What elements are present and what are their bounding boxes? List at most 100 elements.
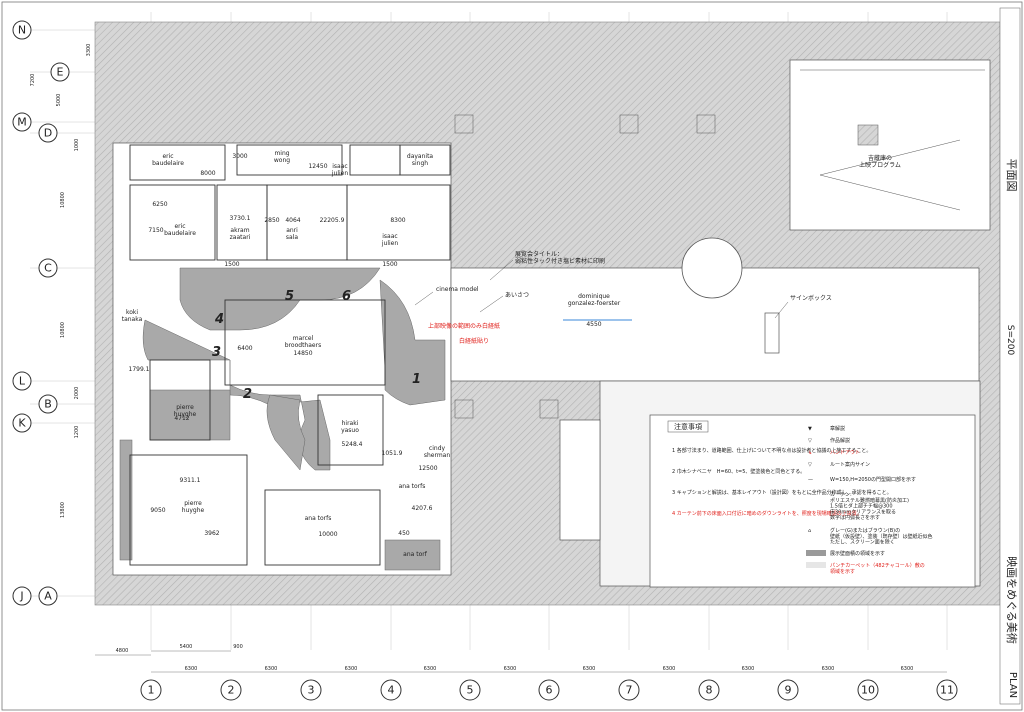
grid-row-J: J	[12, 586, 32, 606]
ramp-number-4: 4	[214, 312, 224, 327]
svg-text:6: 6	[546, 684, 553, 697]
dim-14850: 14850	[293, 350, 312, 357]
svg-text:A: A	[44, 590, 52, 603]
svg-text:3300: 3300	[86, 44, 92, 57]
svg-text:B: B	[44, 398, 52, 411]
dim-8000: 8000	[200, 170, 215, 177]
svg-text:2000: 2000	[74, 387, 80, 400]
note-item-2: 2 巾木シナベニヤ H=60、t=5、壁塗装色と同色とする。	[672, 468, 805, 475]
svg-text:E: E	[57, 66, 64, 79]
circulation-paths	[119, 267, 446, 571]
svg-text:▼: ▼	[808, 426, 812, 432]
grid-col-3: 3	[300, 679, 322, 701]
grid-column-bubbles: 1 2 3 4 5 6 7 8 9 10 11	[140, 679, 958, 701]
svg-text:7: 7	[626, 684, 633, 697]
room-label-ana-1: ana torfs	[399, 483, 426, 490]
dim-6400: 6400	[237, 345, 252, 352]
svg-text:5000: 5000	[56, 94, 62, 107]
dim-1500-a: 1500	[224, 261, 239, 268]
notes-items: 1 各部寸法まり、道路範囲、仕上げについて不明な点は設計者と協議の上施工すること…	[672, 447, 892, 517]
annotation-title-note: 展覧会タイトル：弱粘性タック付き塩ビ素材に印刷	[515, 250, 605, 265]
room-label-ana-2: ana torfs	[305, 515, 332, 522]
svg-text:6300: 6300	[583, 666, 596, 672]
screening-room-lines	[800, 69, 985, 211]
svg-text:13800: 13800	[60, 502, 66, 518]
annotations: cinema model あいさつ 展覧会タイトル：弱粘性タック付き塩ビ素材に印…	[428, 250, 832, 345]
ramp-number-1: 1	[412, 372, 421, 387]
svg-text:K: K	[18, 417, 26, 430]
grid-row-K: K	[12, 413, 32, 433]
svg-text:6300: 6300	[663, 666, 676, 672]
annotation-red-note-1: 上部映像の範囲のみ白経紙	[428, 322, 500, 330]
path-west	[119, 439, 133, 561]
path-curve	[266, 394, 306, 471]
dim-1051: 1051.9	[382, 450, 403, 457]
svg-text:5400: 5400	[180, 644, 193, 650]
svg-text:7200: 7200	[30, 74, 36, 87]
svg-text:J: J	[19, 590, 23, 603]
svg-text:N: N	[18, 24, 26, 37]
svg-text:900: 900	[233, 644, 243, 650]
grid-row-D: D	[38, 123, 58, 143]
marcel-room-walls	[224, 299, 386, 386]
dim-12450: 12450	[308, 163, 327, 170]
svg-text:展示壁面積の領域を示す: 展示壁面積の領域を示す	[830, 550, 885, 557]
path-mid	[142, 319, 331, 471]
svg-text:D: D	[44, 127, 52, 140]
dim-5248: 5248.4	[342, 441, 363, 448]
note-item-4: 4 カーテン前下の床面入口付近に暗めのダウンライトを、照度を現場確認の上設置。	[672, 510, 862, 517]
notes-box	[649, 414, 976, 588]
svg-text:6300: 6300	[185, 666, 198, 672]
leader-lines	[414, 259, 789, 319]
annotation-cinema-model: cinema model	[436, 286, 479, 293]
annotation-signbox: サインボックス	[790, 294, 832, 302]
svg-text:W=150,H=2050の門型開口部を示す: W=150,H=2050の門型開口部を示す	[830, 476, 916, 483]
sheet-title: 映画をめぐる美術	[1005, 556, 1018, 644]
dim-4712: 4712	[174, 415, 189, 422]
grid-col-5: 5	[459, 679, 481, 701]
svg-text:4800: 4800	[116, 648, 129, 654]
dim-8300: 8300	[390, 217, 405, 224]
left-dimensions: 7200 3300 5000 1000 10800 10800 2000 120…	[30, 44, 92, 518]
screening-room-floor	[789, 59, 991, 231]
dim-1799: 1799.1	[129, 366, 150, 373]
svg-text:⌂: ⌂	[808, 528, 811, 534]
dim-450: 450	[398, 530, 410, 537]
dim-3730: 3730.1	[230, 215, 251, 222]
dim-12500: 12500	[418, 465, 437, 472]
note-item-3: 3 キャプションと解説は、基本レイアウト（設計図）をもとに全作品分作成し、承認を…	[672, 489, 892, 496]
grid-row-A: A	[38, 586, 58, 606]
grid-col-11: 11	[936, 679, 958, 701]
svg-text:~: ~	[808, 492, 812, 498]
grid-row-E: E	[50, 62, 70, 82]
svg-text:↳: ↳	[808, 450, 812, 456]
path-south	[384, 539, 441, 571]
svg-text:グレー(G)またはブラウン(B)の壁紙（仮設壁）、塗装（既存: グレー(G)またはブラウン(B)の壁紙（仮設壁）、塗装（既存壁）は壁紙近似色ただ…	[830, 527, 933, 546]
annotation-red-note-2: 白経紙貼り	[459, 337, 489, 345]
round-column	[681, 237, 743, 299]
lobby-columns	[454, 114, 716, 419]
notes-title: 注意事項	[674, 422, 702, 431]
grid-row-N: N	[12, 20, 32, 40]
dim-4207: 4207.6	[412, 505, 433, 512]
svg-text:4: 4	[388, 684, 395, 697]
dim-9311: 9311.1	[180, 477, 201, 484]
plan-label: PLAN	[1007, 672, 1018, 698]
room-label-kurayoshi: 吉蔵庫の上映プログラム	[859, 154, 901, 169]
svg-text:6300: 6300	[742, 666, 755, 672]
notes-panel: 注意事項 1 各部寸法まり、道路範囲、仕上げについて不明な点は設計者と協議の上施…	[649, 414, 976, 588]
path-ramp-upper	[179, 267, 381, 331]
path-right	[379, 279, 446, 406]
grid-row-bubbles: N E M D C L B K J A	[12, 20, 70, 606]
svg-text:6300: 6300	[345, 666, 358, 672]
dim-7150: 7150	[148, 227, 163, 234]
grid-row-M: M	[12, 112, 32, 132]
